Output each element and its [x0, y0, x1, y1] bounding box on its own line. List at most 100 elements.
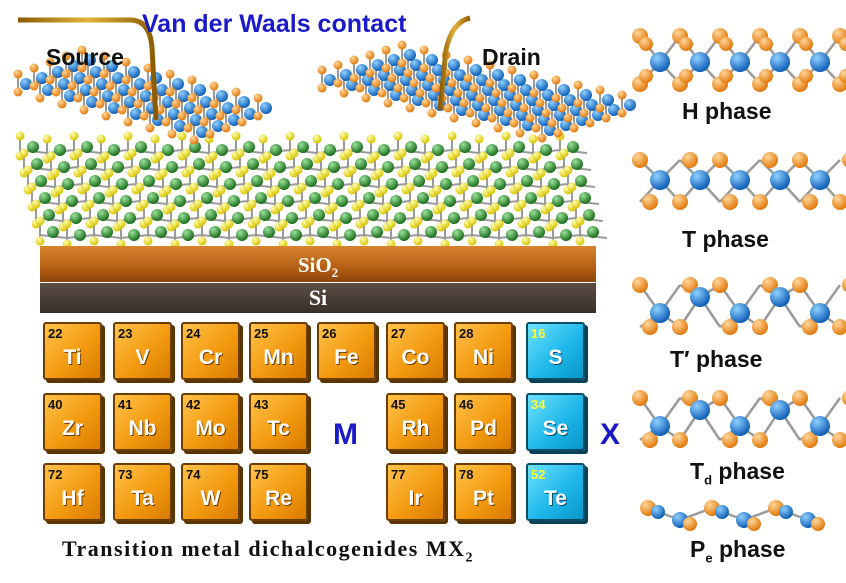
chalcogen-atom — [617, 90, 627, 100]
chalcogen-atom — [165, 87, 175, 97]
chalcogen-atom — [752, 194, 768, 210]
metal-atom — [463, 158, 475, 170]
metal-atom — [301, 158, 313, 170]
metal-atom — [282, 195, 294, 207]
chalcogen-atom — [485, 78, 495, 88]
chalcogen-atom — [409, 78, 419, 88]
chalcogen-atom — [262, 151, 272, 161]
chalcogen-atom — [521, 216, 531, 226]
chalcogen-atom — [317, 65, 327, 75]
chalcogen-atom — [35, 216, 45, 226]
element-symbol: Tc — [267, 417, 290, 440]
metal-atom — [490, 161, 502, 173]
chalcogen-atom — [62, 219, 72, 229]
caption-text: Transition metal dichalcogenides MX — [62, 536, 466, 561]
chalcogen-atom — [231, 131, 241, 141]
metal-atom — [506, 229, 518, 241]
chalcogen-atom — [193, 199, 203, 209]
metal-atom — [70, 212, 82, 224]
chalcogen-atom — [632, 277, 648, 293]
chalcogen-atom — [154, 151, 164, 161]
atomic-number: 45 — [391, 397, 406, 412]
phase-label-4: Td phase — [690, 458, 785, 488]
chalcogen-atom — [459, 182, 469, 192]
chalcogen-atom — [601, 113, 611, 123]
metal-atom — [96, 78, 108, 90]
chalcogen-atom — [121, 75, 131, 85]
metal-atom — [404, 49, 416, 61]
metal-atom — [47, 226, 59, 238]
chalcogen-atom — [421, 98, 431, 108]
metal-atom — [650, 170, 670, 190]
chalcogen-atom — [642, 432, 658, 448]
metal-atom — [309, 192, 321, 204]
chalcogen-atom — [73, 148, 83, 158]
chalcogen-atom — [111, 93, 121, 103]
metal-atom — [220, 161, 232, 173]
chalcogen-atom — [171, 99, 181, 109]
phase-label-1: H phase — [682, 98, 772, 125]
chalcogen-atom — [490, 202, 500, 212]
metal-atom — [517, 158, 529, 170]
chalcogen-atom — [212, 168, 222, 178]
metal-atom — [564, 94, 576, 106]
chalcogen-atom — [305, 236, 315, 246]
metal-atom — [544, 161, 556, 173]
chalcogen-atom — [419, 63, 429, 73]
metal-atom — [140, 90, 152, 102]
metal-atom — [68, 60, 80, 72]
chalcogen-atom — [208, 151, 218, 161]
chalcogen-atom — [432, 185, 442, 195]
chalcogen-atom — [224, 219, 234, 229]
metal-atom — [66, 195, 78, 207]
chalcogen-atom — [108, 185, 118, 195]
metal-atom — [770, 287, 790, 307]
metal-atom — [471, 192, 483, 204]
metal-atom — [810, 416, 830, 436]
chalcogen-atom — [209, 81, 219, 91]
chalcogen-atom — [571, 199, 581, 209]
chalcogen-atom — [455, 165, 465, 175]
atomic-number: 22 — [48, 326, 63, 341]
metal-atom — [255, 192, 267, 204]
chalcogen-atom — [27, 182, 37, 192]
metal-atom — [770, 52, 790, 72]
chalcogen-atom — [719, 69, 733, 83]
sio2-label: SiO — [297, 253, 332, 277]
metal-atom — [201, 192, 213, 204]
chalcogen-atom — [35, 236, 45, 246]
metal-group-label: M — [333, 418, 358, 451]
element-symbol: Ir — [408, 487, 423, 510]
metal-atom — [575, 175, 587, 187]
chalcogen-atom — [792, 277, 808, 293]
chalcogen-atom — [459, 98, 469, 108]
chalcogen-atom — [752, 432, 768, 448]
chalcogen-atom — [162, 185, 172, 195]
chalcogen-atom — [507, 83, 517, 93]
pe-atom — [811, 517, 825, 531]
chalcogen-atom — [289, 148, 299, 158]
element-symbol: Nb — [128, 417, 157, 440]
metal-atom — [168, 108, 180, 120]
metal-atom — [317, 226, 329, 238]
chalcogen-atom — [15, 131, 25, 141]
chalcogen-atom — [104, 168, 114, 178]
metal-atom — [355, 158, 367, 170]
chalcogen-atom — [143, 81, 153, 91]
chalcogen-atom — [712, 277, 728, 293]
metal-atom — [35, 175, 47, 187]
metal-atom — [328, 161, 340, 173]
metal-atom — [413, 175, 425, 187]
atomic-number: 34 — [531, 397, 546, 412]
metal-atom — [206, 108, 218, 120]
metal-atom — [20, 78, 32, 90]
chalcogen-atom — [478, 151, 488, 161]
metal-atom — [52, 66, 64, 78]
element-symbol: Te — [544, 487, 567, 510]
chalcogen-atom — [349, 55, 359, 65]
chalcogen-atom — [573, 80, 583, 90]
